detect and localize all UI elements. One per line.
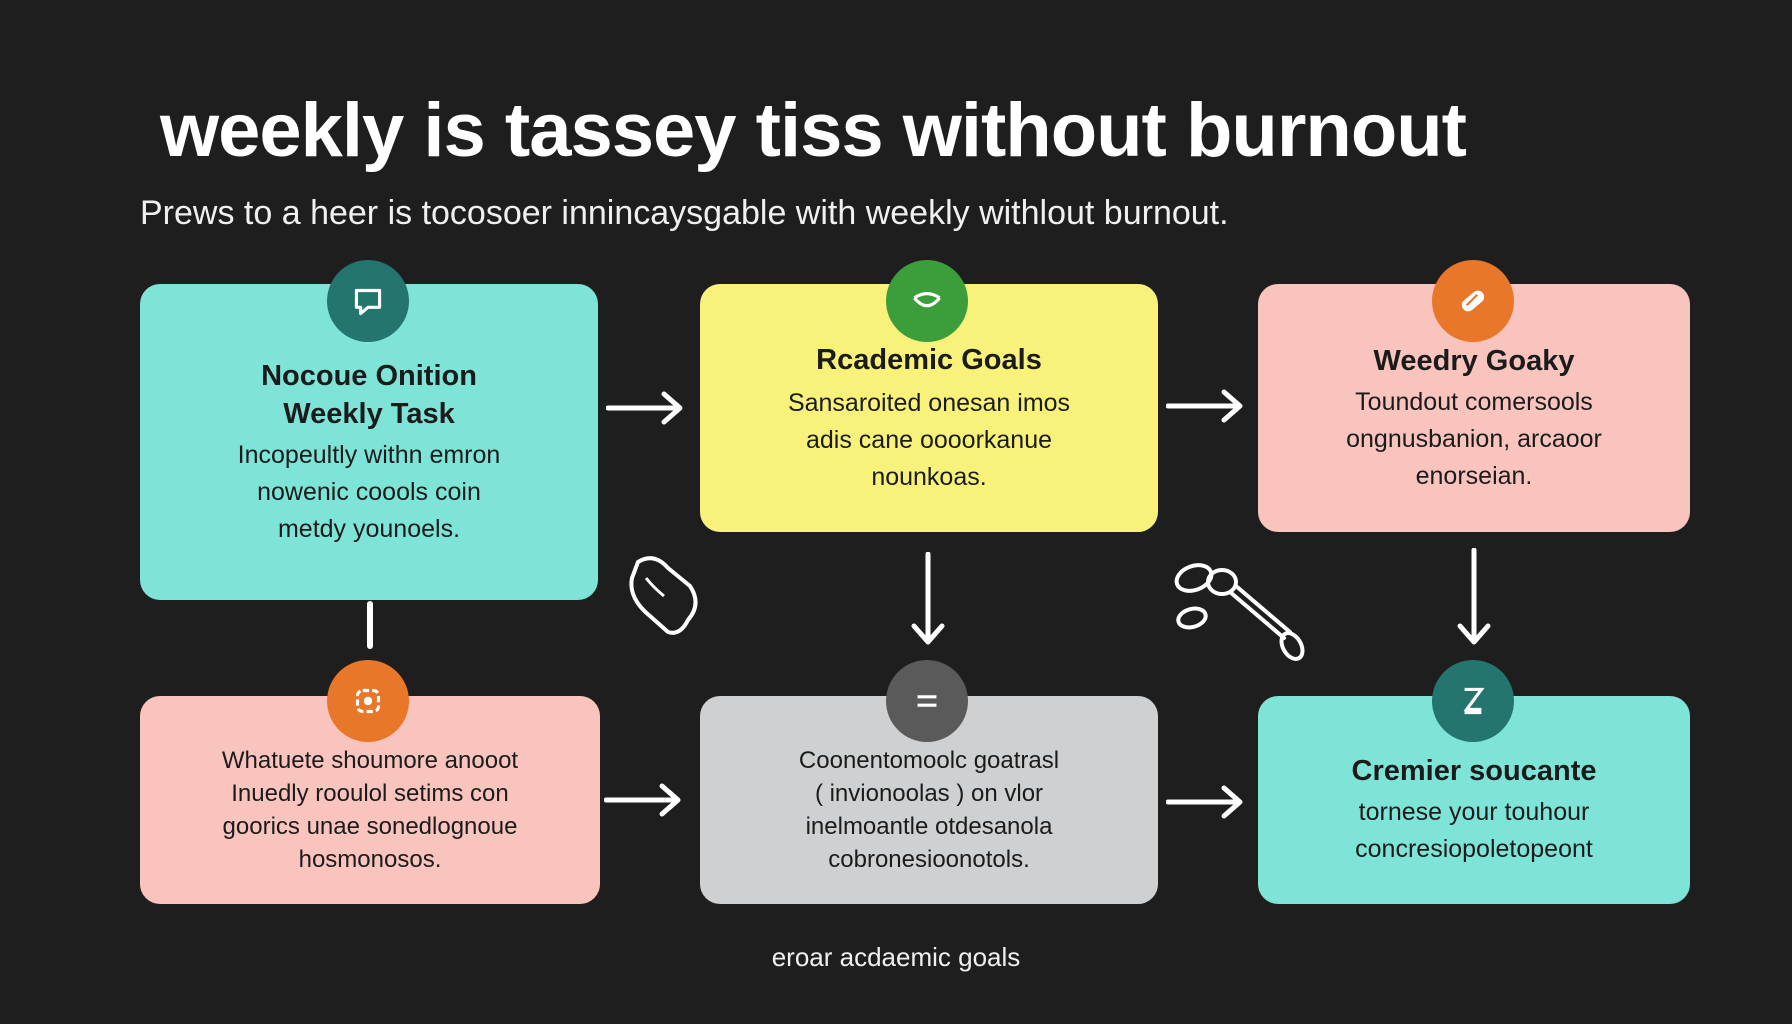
card-body: Sansaroited onesan imos adis cane oooork… <box>787 388 1071 491</box>
footer-caption: eroar acdaemic goals <box>771 942 1021 972</box>
target-icon <box>327 660 409 742</box>
card-tips: Whatuete shoumore anooot Inuedly rooulol… <box>140 696 600 904</box>
arrow-right-icon <box>1166 785 1243 819</box>
card-premier: Cremier soucante tornese your touhour co… <box>1258 696 1690 904</box>
page-subtitle: Prews to a heer is tocosoer innincaysgab… <box>140 194 1229 232</box>
arrow-right-icon <box>604 783 681 817</box>
card-notes: Coonentomoolc goatrasl ( invionoolas ) o… <box>700 696 1158 904</box>
card-body: tornese your touhour concresiopoletopeon… <box>1355 798 1593 863</box>
bowl-icon <box>886 260 968 342</box>
doodle-magnifier-icon <box>1174 563 1305 661</box>
card-heading: Nocoue Onition Weekly Task <box>261 359 477 430</box>
card-body: Toundout comersools ongnusbanion, arcaoo… <box>1346 387 1602 490</box>
chat-bubble-icon <box>327 260 409 342</box>
page-title: weekly is tassey tiss without burnout <box>160 88 1467 173</box>
arrow-right-icon <box>1166 389 1243 423</box>
card-heading: Rcademic Goals <box>816 343 1042 376</box>
menu-lines-icon <box>886 660 968 742</box>
card-body: Whatuete shoumore anooot Inuedly rooulol… <box>221 747 519 873</box>
arrow-down-icon <box>1457 548 1491 645</box>
connector-line <box>367 601 373 649</box>
card-body: Coonentomoolc goatrasl ( invionoolas ) o… <box>798 747 1060 873</box>
card-heading: Weedry Goaky <box>1373 344 1575 377</box>
hourglass-icon <box>1432 660 1514 742</box>
pill-icon <box>1432 260 1514 342</box>
doodle-stone-icon <box>629 556 698 635</box>
card-body: Incopeultly withn emron nowenic coools c… <box>237 440 501 543</box>
arrow-right-icon <box>606 391 683 425</box>
arrow-down-icon <box>911 552 945 645</box>
card-heading: Cremier soucante <box>1351 755 1597 787</box>
